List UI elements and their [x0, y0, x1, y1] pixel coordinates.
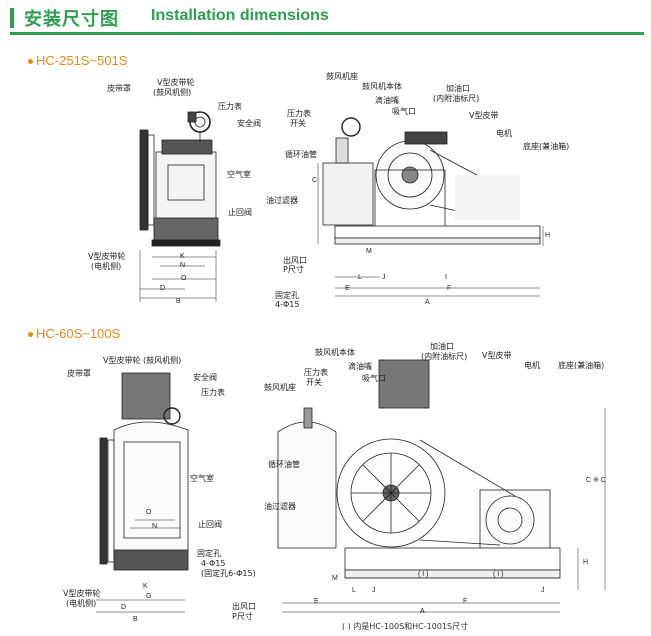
footnote: ( ) 内是HC-100S和HC-1001S尺寸: [342, 622, 469, 631]
dim-o-b: O: [146, 509, 152, 516]
label-outlet: 出风口: [283, 256, 307, 265]
dim-l-b: L: [352, 587, 356, 594]
label-oil-inlet: 加油口: [446, 84, 470, 93]
label-belt-cover-b: 皮带罩: [67, 369, 91, 378]
dim-b-b: B: [133, 616, 138, 623]
label-motor: 电机: [496, 129, 512, 138]
label-gauge-switch-sub-b: 开关: [306, 378, 322, 387]
dim-m-b: M: [332, 575, 338, 582]
label-pressure-gauge: 压力表: [218, 102, 242, 111]
page-title-en: Installation dimensions: [151, 7, 329, 24]
label-vbelt-pulley-blower: V型皮带轮: [157, 78, 195, 87]
label-blower-body-b: 鼓风机本体: [315, 348, 355, 357]
dim-a: A: [425, 299, 430, 306]
dim-g-b: G: [146, 593, 152, 600]
dim-o: O: [181, 275, 187, 282]
label-base: 底座(兼油箱): [523, 142, 570, 151]
label-pressure-gauge-b: 压力表: [201, 388, 225, 397]
label-fix-hole: 固定孔: [275, 291, 299, 300]
label-vbelt-pulley-blower-sub: (鼓风机侧): [153, 88, 192, 97]
label-circ-pipe: 循环油管: [285, 150, 317, 159]
dim-e: E: [345, 285, 350, 292]
dim-i1-b: ( I ): [418, 571, 429, 578]
label-motor-b: 电机: [524, 361, 540, 370]
dim-h-b: H: [583, 559, 589, 566]
dim-j: J: [382, 274, 386, 281]
label-blower-base-b: 鼓风机座: [264, 383, 296, 392]
label-oil-inlet-sub-b: (内附油标尺): [421, 352, 468, 361]
bullet-icon: [28, 332, 33, 338]
label-fix-hole-sub: 4-Φ15: [275, 300, 300, 309]
label-circ-pipe-b: 循环油管: [268, 460, 300, 469]
label-outlet-b: 出风口: [232, 602, 256, 611]
label-oil-nozzle: 滴油嘴: [375, 96, 399, 105]
dim-cc-b: C ※ C: [586, 477, 606, 484]
bottom-front-view: [96, 372, 189, 613]
label-air-chamber: 空气室: [227, 170, 251, 179]
label-vbelt-pulley-motor-sub: (电机侧): [91, 262, 122, 271]
label-vbelt-pulley-blower-b: V型皮带轮 (鼓风机侧): [103, 356, 182, 365]
label-oil-nozzle-b: 滴油嘴: [348, 362, 372, 371]
label-oil-filter-b: 油过滤器: [264, 502, 296, 511]
label-base-b: 底座(兼油箱): [558, 361, 605, 370]
dim-n-b: N: [152, 523, 158, 530]
label-vent-b: 吸气口: [362, 374, 386, 383]
dim-m: M: [366, 248, 372, 255]
dim-c: C: [312, 177, 318, 184]
label-gauge-switch-b: 压力表: [304, 368, 328, 377]
section-title-top: HC-251S~501S: [28, 53, 127, 68]
dim-n: N: [180, 262, 186, 269]
label-safety-valve-b: 安全阀: [193, 373, 217, 382]
dim-f-b: F: [463, 598, 468, 605]
dim-f: F: [447, 285, 452, 292]
dim-l: L: [358, 274, 362, 281]
header-accent-bar: [10, 8, 14, 28]
label-vbelt-pulley-motor-b: V型皮带轮: [63, 589, 101, 598]
label-fix-hole-sub2-b: (固定孔6-Φ15): [201, 569, 256, 578]
dim-a-b: A: [420, 608, 425, 615]
label-fix-hole-sub-b: 4-Φ15: [201, 559, 226, 568]
label-oil-filter: 油过滤器: [266, 196, 298, 205]
label-safety-valve: 安全阀: [237, 119, 261, 128]
section-title-bottom: HC-60S~100S: [28, 326, 120, 341]
label-outlet-sub-b: P尺寸: [232, 612, 253, 621]
dim-j-b: J: [372, 587, 376, 594]
dim-b: B: [176, 298, 181, 305]
label-fix-hole-b: 固定孔: [197, 549, 221, 558]
dim-d-b: D: [121, 604, 127, 611]
page-header: 安装尺寸图 Installation dimensions: [10, 2, 644, 35]
label-oil-inlet-b: 加油口: [430, 342, 454, 351]
label-check-valve: 止回阀: [228, 208, 252, 217]
dim-h: H: [545, 232, 551, 239]
label-vent: 吸气口: [392, 107, 416, 116]
label-vbelt-b: V型皮带: [482, 351, 512, 360]
label-air-chamber-b: 空气室: [190, 474, 214, 483]
label-check-valve-b: 止回阀: [198, 520, 222, 529]
dim-k-b: K: [143, 583, 148, 590]
label-blower-body: 鼓风机本体: [362, 82, 402, 91]
top-side-view: [317, 117, 544, 297]
top-front-view: [139, 111, 221, 302]
bottom-side-view: [277, 359, 606, 613]
label-outlet-sub: P尺寸: [283, 265, 304, 274]
dim-k: K: [180, 253, 185, 260]
dim-d: D: [160, 285, 166, 292]
dim-i2-b: ( I ): [493, 571, 504, 578]
label-oil-inlet-sub: (内附油标尺): [433, 94, 480, 103]
page-title-zh: 安装尺寸图: [24, 9, 119, 30]
label-gauge-switch-sub: 开关: [290, 119, 306, 128]
label-vbelt: V型皮带: [469, 111, 499, 120]
label-gauge-switch: 压力表: [287, 109, 311, 118]
label-blower-base: 鼓风机座: [326, 72, 358, 81]
label-vbelt-pulley-motor: V型皮带轮: [88, 252, 126, 261]
dim-j2-b: J: [541, 587, 545, 594]
dim-e-b: E: [314, 598, 319, 605]
dim-i: I: [445, 274, 447, 281]
label-belt-cover: 皮带罩: [107, 84, 131, 93]
label-vbelt-pulley-motor-sub-b: (电机侧): [66, 599, 97, 608]
bullet-icon: [28, 59, 33, 65]
